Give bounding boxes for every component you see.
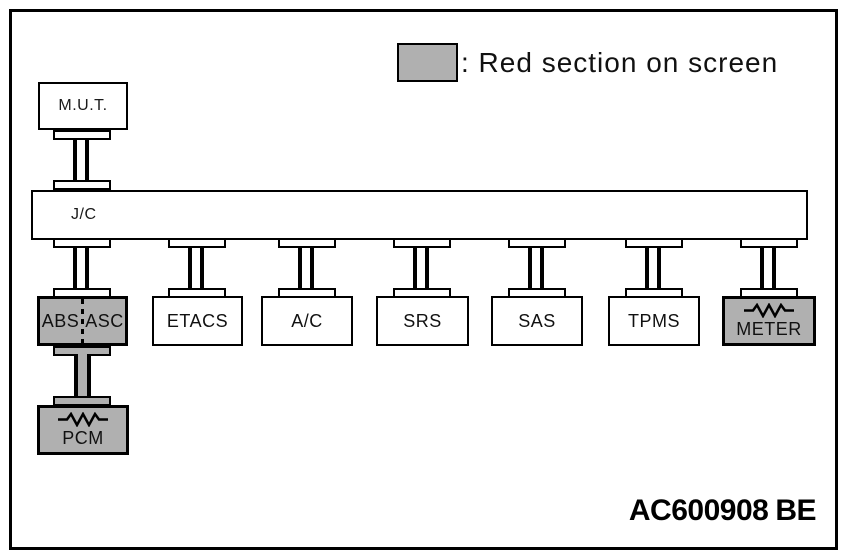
pcm-connector — [53, 346, 111, 406]
connector-wire — [645, 247, 649, 289]
connector-tab — [508, 238, 566, 248]
connector-wire — [188, 247, 192, 289]
figure-code-suffix: BE — [775, 494, 816, 527]
connector-wire — [772, 247, 776, 289]
ecu-box-tpms: TPMS — [608, 296, 700, 346]
connector-wire — [657, 247, 661, 289]
connector-wire — [760, 247, 764, 289]
ecu-label: SAS — [518, 310, 556, 331]
connector-tab — [53, 180, 111, 190]
connector-ac — [278, 238, 336, 298]
connector-tab — [740, 238, 798, 248]
connector-srs — [393, 238, 451, 298]
legend-swatch — [397, 43, 458, 82]
ecu-label: TPMS — [627, 310, 680, 331]
connector-wire — [298, 247, 302, 289]
mut-label: M.U.T. — [58, 97, 108, 114]
ecu-label: PCM — [62, 427, 104, 448]
ecu-box-ac: A/C — [261, 296, 353, 346]
mut-connector — [53, 130, 111, 190]
diagram-border — [9, 9, 838, 550]
connector-etacs — [168, 238, 226, 298]
ecu-label: METER — [736, 318, 802, 339]
connector-wire — [200, 247, 204, 289]
connector-wire — [73, 139, 77, 181]
mut-box: M.U.T. — [38, 82, 128, 130]
ecu-label: A/C — [291, 310, 323, 331]
connector-wire — [73, 247, 77, 289]
ecu-box-pcm: PCM — [37, 405, 129, 455]
connector-tab — [625, 238, 683, 248]
connector-tab — [393, 238, 451, 248]
connector-tab — [53, 130, 111, 140]
connector-tab — [278, 238, 336, 248]
connector-bar — [74, 354, 91, 398]
junction-bus-label: J/C — [71, 206, 97, 223]
ecu-label-asc: ASC — [85, 310, 124, 331]
ecu-label-abs: ABS — [41, 310, 80, 331]
connector-abs-asc — [53, 238, 111, 298]
connector-wire — [413, 247, 417, 289]
junction-bus: J/C — [31, 190, 808, 240]
connector-wire — [85, 139, 89, 181]
connector-wire — [310, 247, 314, 289]
ecu-label: ETACS — [166, 310, 229, 331]
connector-wire — [528, 247, 532, 289]
connector-wire — [425, 247, 429, 289]
ecu-box-etacs: ETACS — [152, 296, 243, 346]
connector-tab — [168, 238, 226, 248]
ecu-label: SRS — [403, 310, 442, 331]
legend-label: : Red section on screen — [461, 46, 779, 78]
legend: : Red section on screen — [397, 43, 778, 82]
connector-wire — [85, 247, 89, 289]
resistor-icon — [744, 302, 794, 318]
connector-tab — [53, 238, 111, 248]
dashed-divider — [81, 299, 84, 343]
connector-sas — [508, 238, 566, 298]
connector-wire — [540, 247, 544, 289]
figure-code-main: AC600908 — [628, 494, 769, 527]
connector-tpms — [625, 238, 683, 298]
resistor-icon — [58, 411, 108, 427]
connector-meter — [740, 238, 798, 298]
ecu-box-meter: METER — [722, 296, 816, 346]
ecu-box-abs-asc: ABS ASC — [37, 296, 128, 346]
figure-code: AC600908 BE — [628, 494, 817, 528]
ecu-box-sas: SAS — [491, 296, 583, 346]
ecu-box-srs: SRS — [376, 296, 469, 346]
